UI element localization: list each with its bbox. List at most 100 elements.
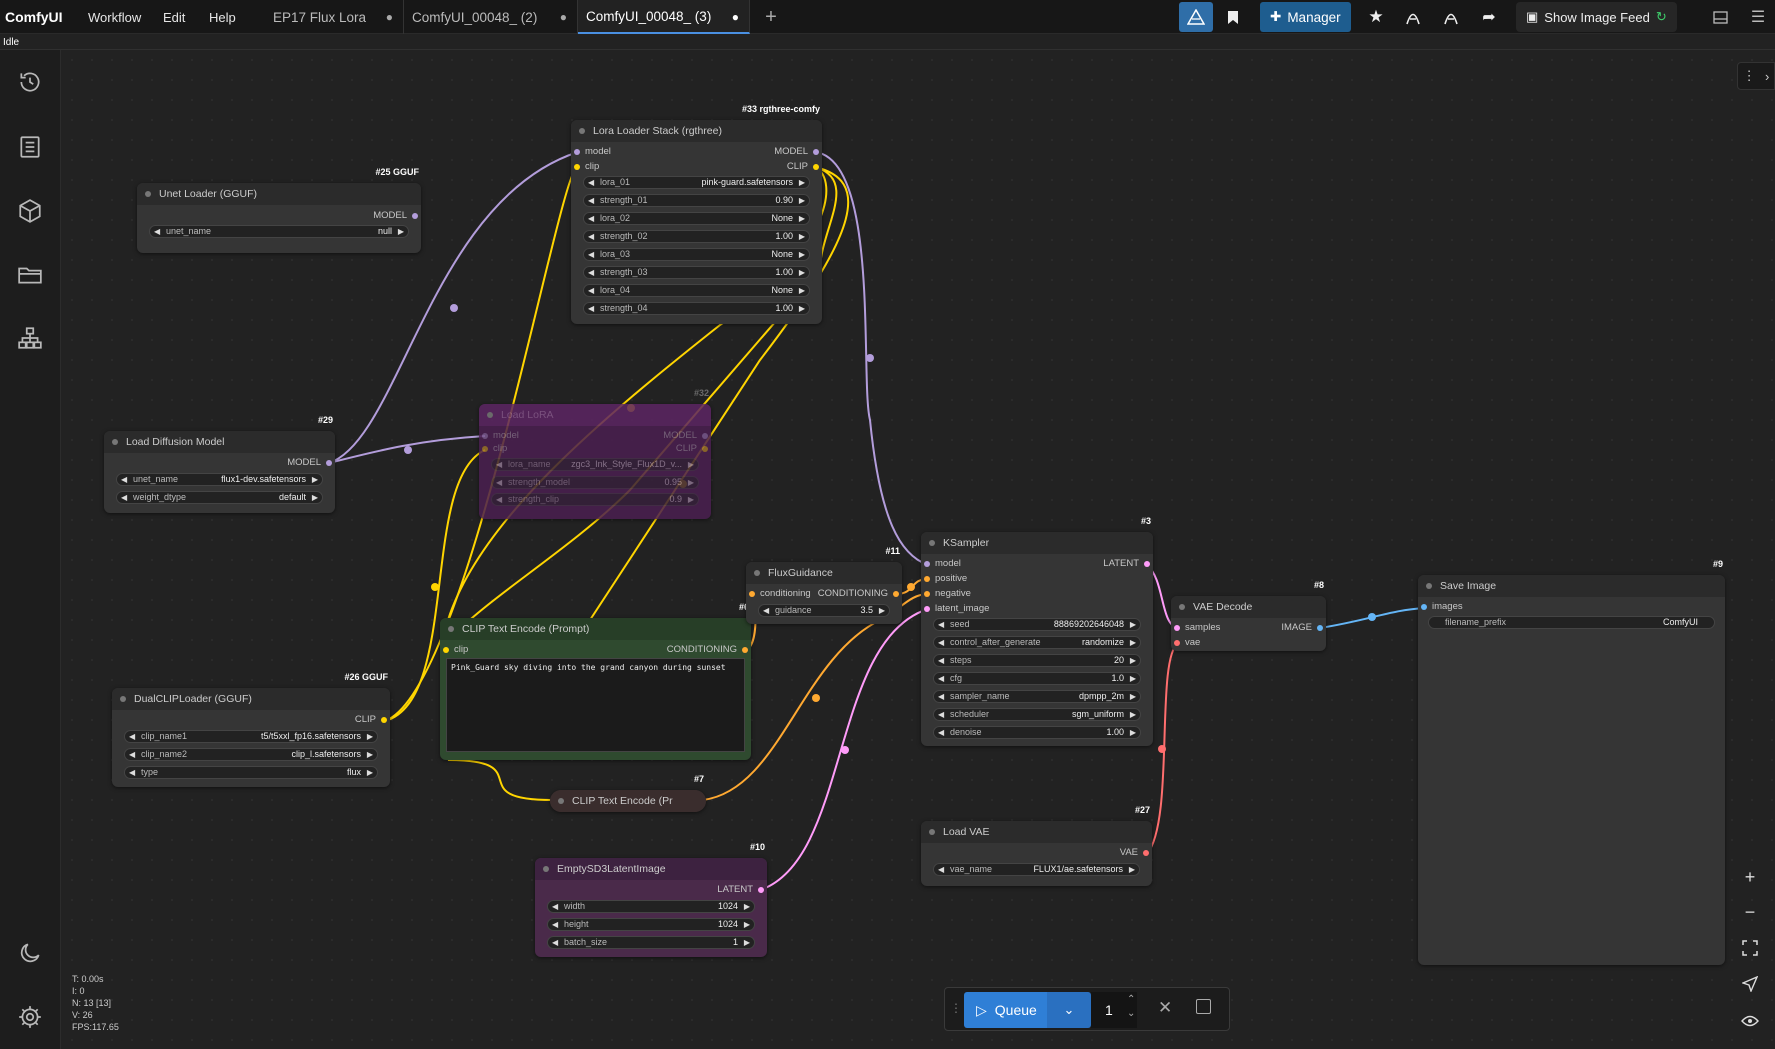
theme-moon-icon[interactable]: [15, 938, 45, 968]
input-model[interactable]: model: [479, 430, 519, 442]
input-clip[interactable]: clip: [440, 644, 468, 656]
output-model[interactable]: MODEL: [373, 210, 421, 222]
tab-comfyui-3[interactable]: ComfyUI_00048_ (3) ●: [578, 0, 750, 34]
node-unet-loader-gguf[interactable]: #25 GGUF Unet Loader (GGUF) MODEL ◀unet_…: [137, 167, 421, 253]
share-icon[interactable]: [1398, 2, 1428, 32]
output-conditioning[interactable]: CONDITIONING: [818, 588, 902, 600]
output-latent[interactable]: LATENT: [717, 884, 767, 896]
node-load-diffusion-model[interactable]: #29 Load Diffusion Model MODEL ◀unet_nam…: [104, 415, 335, 513]
forward-icon[interactable]: ➦: [1482, 9, 1496, 26]
node-title[interactable]: Unet Loader (GGUF): [137, 183, 421, 205]
model-library-icon[interactable]: [15, 196, 45, 226]
node-flux-guidance[interactable]: #11 FluxGuidance conditioning CONDITIONI…: [746, 546, 902, 624]
node-title[interactable]: Save Image: [1418, 575, 1725, 597]
decrement-icon[interactable]: ⌄: [1127, 1008, 1136, 1019]
node-title[interactable]: VAE Decode: [1171, 596, 1326, 618]
tab-comfyui-2[interactable]: ComfyUI_00048_ (2) ●: [404, 0, 578, 34]
output-latent[interactable]: LATENT: [1103, 558, 1153, 570]
input-clip[interactable]: clip: [571, 161, 599, 173]
batch-count-input[interactable]: 1: [1091, 992, 1137, 1028]
node-title[interactable]: Load LoRA: [479, 404, 711, 426]
comfy-logo-icon[interactable]: [1179, 2, 1213, 32]
new-tab-button[interactable]: +: [765, 5, 777, 28]
menu-edit[interactable]: Edit: [163, 9, 186, 25]
output-clip[interactable]: CLIP: [787, 161, 822, 173]
node-title[interactable]: FluxGuidance: [746, 562, 902, 584]
output-image[interactable]: IMAGE: [1281, 622, 1326, 634]
workflow-share-icon[interactable]: [1436, 2, 1466, 32]
node-title[interactable]: CLIP Text Encode (Pr: [550, 790, 706, 812]
input-negative[interactable]: negative: [921, 588, 971, 600]
hamburger-menu-icon[interactable]: ☰: [1750, 9, 1766, 26]
node-title[interactable]: CLIP Text Encode (Prompt): [440, 618, 751, 640]
output-vae[interactable]: VAE: [1120, 847, 1152, 859]
node-title[interactable]: Lora Loader Stack (rgthree): [571, 120, 822, 142]
input-conditioning[interactable]: conditioning: [746, 588, 811, 600]
manager-button[interactable]: ✚ Manager: [1260, 2, 1351, 32]
input-model[interactable]: model: [571, 146, 611, 158]
cancel-x-icon[interactable]: ✕: [1158, 998, 1173, 1017]
node-lora-loader-stack[interactable]: #33 rgthree-comfy Lora Loader Stack (rgt…: [571, 104, 822, 324]
input-vae[interactable]: vae: [1171, 637, 1200, 649]
menu-workflow[interactable]: Workflow: [88, 9, 142, 25]
input-latent-image[interactable]: latent_image: [921, 603, 989, 615]
unsaved-dot-icon[interactable]: ●: [559, 10, 567, 24]
unsaved-dot-icon[interactable]: ●: [385, 10, 393, 24]
history-icon[interactable]: [15, 67, 45, 97]
fit-view-icon[interactable]: [1733, 931, 1767, 965]
menu-help[interactable]: Help: [209, 9, 236, 25]
panel-toggle-icon[interactable]: [1706, 2, 1734, 32]
chevron-right-icon[interactable]: ›: [1764, 68, 1770, 84]
show-image-feed-button[interactable]: ▣ Show Image Feed ↻: [1516, 2, 1677, 32]
node-title[interactable]: DualCLIPLoader (GGUF): [112, 688, 390, 710]
queue-mode-chevron-icon[interactable]: ⌄: [1047, 992, 1091, 1028]
drag-handle-icon[interactable]: ⋮: [950, 1001, 962, 1015]
increment-icon[interactable]: ⌃: [1127, 994, 1136, 1005]
node-title[interactable]: KSampler: [921, 532, 1153, 554]
node-title[interactable]: Load Diffusion Model: [104, 431, 335, 453]
node-title[interactable]: Load VAE: [921, 821, 1152, 843]
node-clip-text-encode-negative-collapsed[interactable]: #7 CLIP Text Encode (Pr: [550, 774, 706, 812]
input-model[interactable]: model: [921, 558, 961, 570]
node-vae-decode[interactable]: #8 VAE Decode samples vae IMAGE: [1171, 580, 1326, 651]
node-title[interactable]: EmptySD3LatentImage: [535, 858, 767, 880]
input-samples[interactable]: samples: [1171, 622, 1220, 634]
node-load-lora-bypassed[interactable]: #32 Load LoRA model clip MODEL CLIP ◀lor…: [479, 388, 711, 519]
node-library-icon[interactable]: [15, 323, 45, 353]
node-clip-text-encode-positive[interactable]: #6 CLIP Text Encode (Prompt) clip CONDIT…: [440, 602, 751, 760]
bookmark-icon[interactable]: [1216, 2, 1250, 32]
node-dual-clip-loader[interactable]: #26 GGUF DualCLIPLoader (GGUF) CLIP ◀cli…: [112, 672, 390, 787]
visibility-eye-icon[interactable]: [1733, 1004, 1767, 1038]
output-model[interactable]: MODEL: [774, 146, 822, 158]
more-vertical-icon[interactable]: ⋮: [1742, 68, 1756, 83]
node-ksampler[interactable]: #3 KSampler model positive negative late…: [921, 516, 1153, 746]
output-conditioning[interactable]: CONDITIONING: [667, 644, 751, 656]
queue-list-icon[interactable]: [15, 132, 45, 162]
output-model[interactable]: MODEL: [663, 430, 711, 442]
right-panel-toggle[interactable]: ⋮ ›: [1737, 62, 1775, 90]
